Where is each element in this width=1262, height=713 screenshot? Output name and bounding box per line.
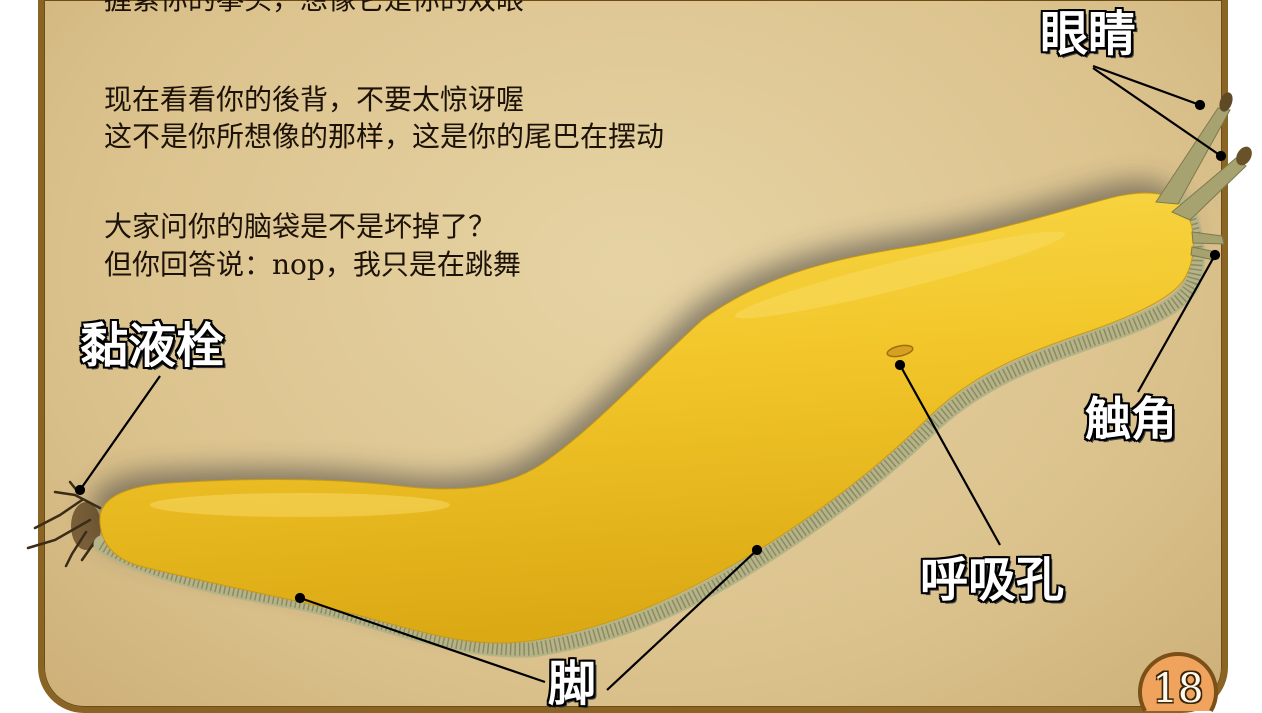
slime-plug-mass	[71, 502, 101, 550]
slime-strand	[33, 498, 84, 530]
label-foot: 脚	[548, 656, 597, 712]
page-number-badge	[1138, 652, 1218, 712]
slug-body-highlight	[150, 493, 450, 517]
leader-dot	[1209, 249, 1221, 261]
leader-line-eyes	[1092, 64, 1201, 107]
leader-dot	[751, 544, 763, 556]
page-badge-outline	[1138, 652, 1218, 712]
slug-body	[99, 192, 1194, 644]
tentacle	[1191, 231, 1225, 245]
leader-dot	[894, 359, 906, 371]
slime-strand	[53, 490, 102, 510]
eye-icon	[1236, 146, 1252, 166]
slime-plug	[26, 480, 102, 568]
leader-lines	[74, 64, 1227, 691]
label-pneumostome: 呼吸孔	[920, 552, 1065, 608]
eye-icon	[1219, 92, 1233, 112]
leader-dot	[1215, 150, 1227, 162]
label-eyes: 眼睛	[1040, 6, 1137, 62]
slug-foot-striations	[98, 197, 1203, 656]
leader-line-foot	[606, 549, 758, 691]
slime-strand	[64, 530, 88, 568]
leader-line-eyes	[1092, 67, 1222, 157]
poem-line: 现在看看你的後背，不要太惊讶喔	[104, 83, 525, 116]
eye-stalk	[1171, 157, 1247, 221]
poem-line: 这不是你所想像的那样，这是你的尾巴在摆动	[104, 120, 665, 153]
slug-body-highlight	[735, 231, 1065, 319]
poem-line: 但你回答说：nop，我只是在跳舞	[104, 248, 521, 281]
page-badge-fill	[1140, 653, 1216, 711]
poem-line: 握紧你的拳头，想像它是你的双眼	[104, 0, 524, 17]
breathing-hole	[886, 344, 914, 358]
leader-line-foot	[299, 596, 546, 684]
leader-line-pneumostome	[899, 364, 1001, 546]
lower-tentacles	[1190, 231, 1225, 261]
eye-stalks	[1155, 92, 1252, 221]
leader-dot	[1194, 99, 1206, 111]
page-number: 18	[1152, 666, 1204, 712]
banana-slug	[26, 92, 1252, 658]
leader-line-mucus-plug	[79, 375, 161, 491]
leader-dot	[74, 484, 86, 496]
slime-strand	[26, 518, 92, 550]
label-mucus-plug: 黏液栓	[80, 318, 225, 374]
leader-dot	[294, 592, 306, 604]
label-tentacles: 触角	[1085, 392, 1177, 446]
leader-line-tentacles	[1137, 254, 1216, 393]
poem-line: 大家问你的脑袋是不是坏掉了？	[104, 210, 497, 243]
